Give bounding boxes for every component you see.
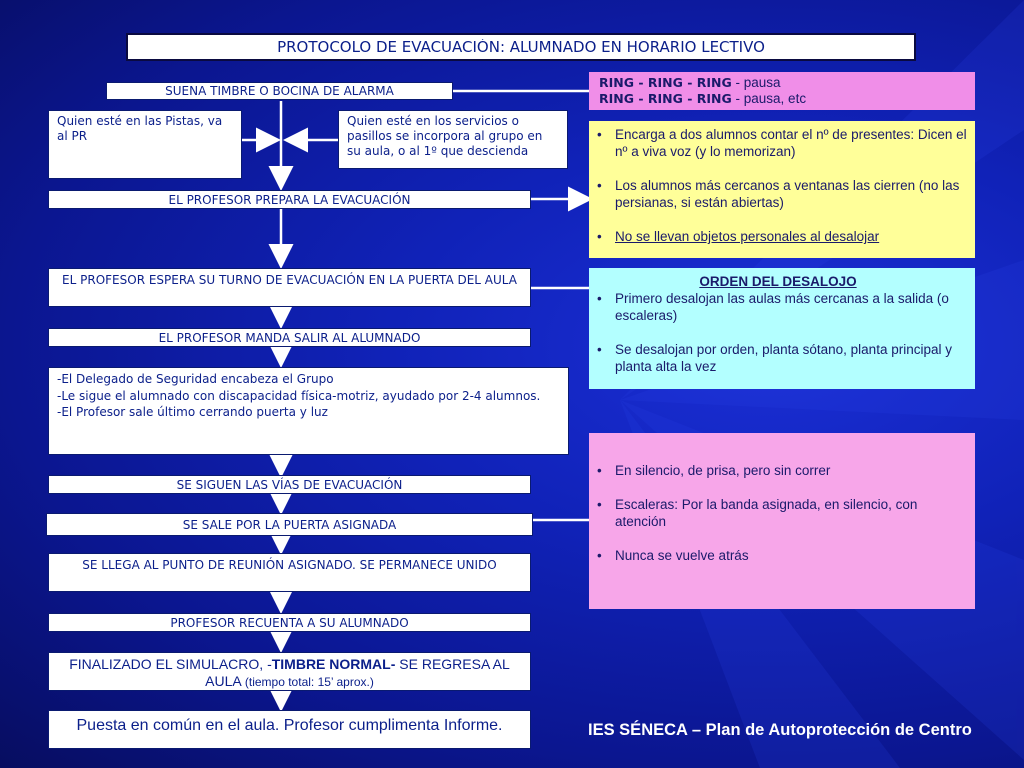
orden-salida-line: -El Delegado de Seguridad encabeza el Gr…: [57, 372, 334, 386]
orden-desalojo-heading: ORDEN DEL DESALOJO: [699, 274, 857, 289]
note-pistas: Quien esté en las Pistas, va al PR: [48, 110, 242, 179]
step-puesta-comun-text: Puesta en común en el aula. Profesor cum…: [76, 717, 503, 734]
ring-bold: RING - RING - RING: [599, 91, 732, 106]
note-servicios-text: Quien esté en los servicios o pasillos s…: [347, 114, 543, 158]
orden-item: Se desalojan por orden, planta sótano, p…: [589, 341, 967, 375]
footer-credit: IES SÉNECA – Plan de Autoprotección de C…: [588, 721, 972, 739]
step-alarm: SUENA TIMBRE O BOCINA DE ALARMA: [106, 82, 453, 100]
step-finalizado: FINALIZADO EL SIMULACRO, -TIMBRE NORMAL-…: [48, 652, 531, 691]
recorrido-item: En silencio, de prisa, pero sin correr: [589, 462, 967, 479]
orden-item: Primero desalojan las aulas más cercanas…: [589, 290, 967, 324]
recorrido-details-box: En silencio, de prisa, pero sin correr E…: [589, 433, 975, 609]
step-punto-reunion: SE LLEGA AL PUNTO DE REUNIÓN ASIGNADO. S…: [48, 553, 531, 592]
ring-box: RING - RING - RING - pausa RING - RING -…: [589, 72, 975, 110]
step-orden-salida: -El Delegado de Seguridad encabeza el Gr…: [48, 367, 569, 455]
prepara-item: No se llevan objetos personales al desal…: [589, 228, 967, 245]
step-espera-text: EL PROFESOR ESPERA SU TURNO DE EVACUACIÓ…: [62, 273, 517, 287]
step-prepara: EL PROFESOR PREPARA LA EVACUACIÓN: [48, 190, 531, 209]
prepara-item: Encarga a dos alumnos contar el nº de pr…: [589, 126, 967, 160]
note-servicios: Quien esté en los servicios o pasillos s…: [338, 110, 568, 169]
orden-desalojo-box: ORDEN DEL DESALOJO Primero desalojan las…: [589, 268, 975, 389]
step-vias: SE SIGUEN LAS VÍAS DE EVACUACIÓN: [48, 475, 531, 494]
prepara-item: Los alumnos más cercanos a ventanas las …: [589, 177, 967, 211]
recorrido-item: Nunca se vuelve atrás: [589, 547, 967, 564]
step-manda-salir-text: EL PROFESOR MANDA SALIR AL ALUMNADO: [158, 331, 421, 345]
step-recuento: PROFESOR RECUENTA A SU ALUMNADO: [48, 613, 531, 632]
prepara-details-box: Encarga a dos alumnos contar el nº de pr…: [589, 121, 975, 258]
page-title: PROTOCOLO DE EVACUACIÓN: ALUMNADO EN HOR…: [126, 33, 916, 61]
step-recuento-text: PROFESOR RECUENTA A SU ALUMNADO: [170, 616, 409, 630]
step-punto-reunion-text: SE LLEGA AL PUNTO DE REUNIÓN ASIGNADO. S…: [82, 558, 497, 572]
step-espera: EL PROFESOR ESPERA SU TURNO DE EVACUACIÓ…: [48, 268, 531, 307]
finalizado-text: FINALIZADO EL SIMULACRO, -: [69, 656, 272, 672]
note-pistas-text: Quien esté en las Pistas, va al PR: [57, 114, 223, 143]
ring-rest: - pausa, etc: [731, 91, 807, 106]
recorrido-item: Escaleras: Por la banda asignada, en sil…: [589, 496, 967, 530]
step-puerta-text: SE SALE POR LA PUERTA ASIGNADA: [182, 518, 397, 532]
orden-salida-line: -Le sigue el alumnado con discapacidad f…: [57, 388, 541, 403]
step-puesta-comun: Puesta en común en el aula. Profesor cum…: [48, 710, 531, 749]
step-puerta: SE SALE POR LA PUERTA ASIGNADA: [46, 513, 533, 536]
timbre-normal-text: TIMBRE NORMAL-: [271, 656, 396, 672]
step-alarm-text: SUENA TIMBRE O BOCINA DE ALARMA: [165, 84, 394, 98]
step-vias-text: SE SIGUEN LAS VÍAS DE EVACUACIÓN: [176, 478, 403, 492]
ring-rest: - pausa: [731, 75, 781, 90]
page-title-text: PROTOCOLO DE EVACUACIÓN: ALUMNADO EN HOR…: [277, 38, 765, 56]
step-prepara-text: EL PROFESOR PREPARA LA EVACUACIÓN: [168, 193, 411, 207]
orden-salida-line: -El Profesor sale último cerrando puerta…: [57, 405, 328, 419]
step-manda-salir: EL PROFESOR MANDA SALIR AL ALUMNADO: [48, 328, 531, 347]
tiempo-total-text: (tiempo total: 15’ aprox.): [244, 675, 374, 689]
finalizado-text-2: SE REGRESA AL AULA: [205, 656, 510, 689]
ring-bold: RING - RING - RING: [599, 75, 732, 90]
